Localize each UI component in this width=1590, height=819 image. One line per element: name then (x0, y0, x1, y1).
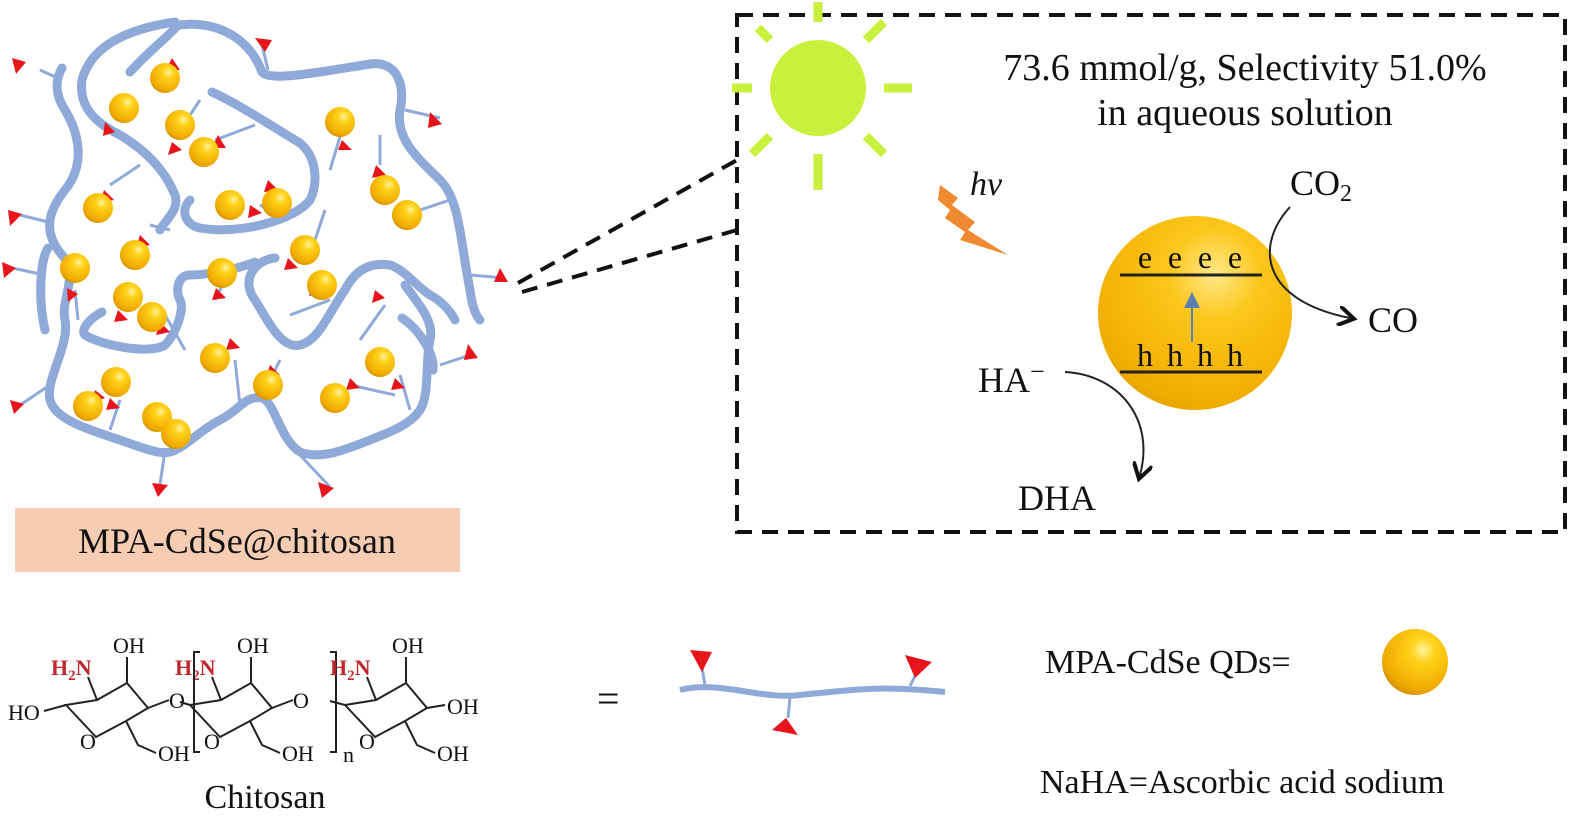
composite-label: MPA-CdSe@chitosan (78, 521, 396, 561)
qd-legend-label: MPA-CdSe QDs= (1045, 644, 1291, 681)
svg-text:h: h (1197, 337, 1213, 373)
holes: h h h h (1137, 337, 1243, 373)
electrons: e e e e (1138, 239, 1242, 275)
svg-text:h: h (1227, 337, 1243, 373)
co2-reduction-arrow (1269, 206, 1350, 318)
repeat-n: n (343, 742, 354, 767)
photon-lightning-icon (938, 185, 1008, 255)
svg-text:HO: HO (8, 700, 40, 725)
svg-text:O: O (80, 729, 96, 754)
svg-text:O: O (169, 688, 185, 713)
svg-text:O: O (359, 729, 375, 754)
svg-text:O: O (293, 688, 309, 713)
zoom-line-top (517, 158, 738, 285)
svg-text:H2N: H2N (330, 655, 371, 684)
co2-label: CO2 (1290, 163, 1352, 207)
svg-text:O: O (204, 729, 220, 754)
qd-legend-icon (1382, 629, 1448, 695)
svg-text:OH: OH (282, 741, 314, 766)
equals-sign: = (597, 676, 620, 721)
dha-label: DHA (1018, 478, 1096, 518)
svg-text:OH: OH (447, 694, 479, 719)
ha-oxidation-arrow (1064, 371, 1143, 475)
chitosan-name: Chitosan (205, 779, 326, 816)
naha-legend-label: NaHA=Ascorbic acid sodium (1040, 764, 1444, 801)
svg-text:OH: OH (113, 633, 145, 658)
svg-text:OH: OH (158, 741, 190, 766)
svg-text:e: e (1198, 239, 1212, 275)
glucosamine-ring-1: H2N OH OH HO O O (8, 633, 190, 766)
condition-text: in aqueous solution (1097, 92, 1393, 134)
repeat-bracket-left (193, 651, 200, 753)
zoom-line-bottom (521, 228, 738, 294)
svg-text:OH: OH (392, 633, 424, 658)
chitosan-structure: H2N OH OH HO O O H2N OH OH O O n H2N OH … (8, 633, 479, 767)
svg-text:H2N: H2N (51, 655, 92, 684)
sun-icon (732, 2, 912, 190)
chitosan-network (2, 17, 508, 498)
performance-text: 73.6 mmol/g, Selectivity 51.0% (1003, 47, 1486, 89)
composite-label-box (15, 508, 460, 572)
svg-text:h: h (1167, 337, 1183, 373)
ha-label: HA− (978, 357, 1045, 400)
glucosamine-ring-2: H2N OH OH O O (175, 633, 314, 766)
mechanism-box (735, 13, 1567, 534)
quantum-dot-large (1098, 216, 1292, 410)
svg-text:e: e (1138, 239, 1152, 275)
svg-text:H2N: H2N (175, 655, 216, 684)
cdse-quantum-dots (60, 63, 422, 449)
co-label: CO (1368, 300, 1418, 340)
svg-text:e: e (1168, 239, 1182, 275)
svg-text:OH: OH (237, 633, 269, 658)
glucosamine-ring-3: H2N OH OH OH O (329, 633, 479, 766)
svg-text:OH: OH (437, 741, 469, 766)
light-hv-label: hv (970, 166, 1003, 203)
chain-symbol (679, 650, 946, 735)
svg-text:e: e (1228, 239, 1242, 275)
svg-text:h: h (1137, 337, 1153, 373)
